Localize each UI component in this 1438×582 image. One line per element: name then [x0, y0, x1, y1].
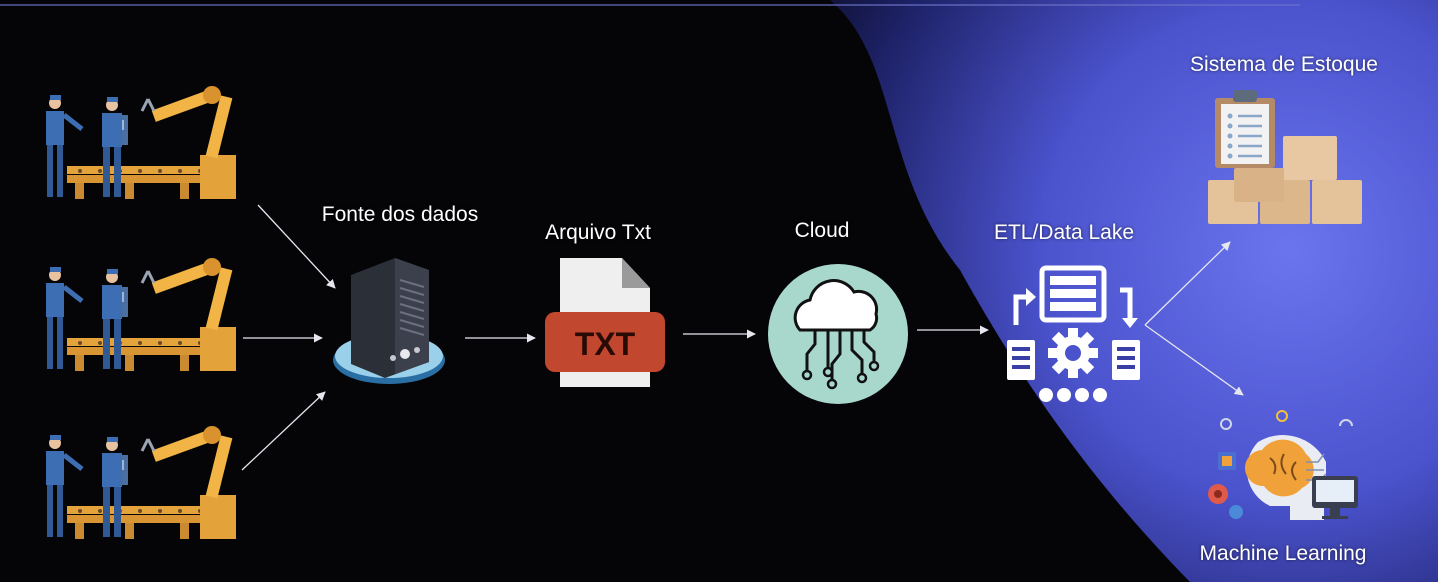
- arrow-factory3-to-fonte: [241, 391, 326, 471]
- label-sistema-de-estoque: Sistema de Estoque: [1190, 53, 1378, 76]
- connectors: [241, 204, 1244, 471]
- factory-icon: [46, 258, 236, 371]
- factory-icon: [46, 426, 236, 539]
- txt-file-icon: TXT: [545, 258, 665, 387]
- arrow-etl-to-ml: [1144, 324, 1244, 396]
- server-icon: [333, 258, 445, 384]
- txt-badge: TXT: [575, 326, 636, 362]
- machine-learning-head-icon: [1208, 410, 1358, 520]
- label-fonte-dos-dados: Fonte dos dados: [321, 203, 479, 226]
- arrow-factory1-to-fonte: [257, 204, 336, 289]
- etl-gear-database-icon: [1007, 265, 1140, 402]
- label-arquivo-txt: Arquivo Txt: [545, 221, 651, 244]
- label-cloud: Cloud: [794, 219, 850, 242]
- factory-icon: [46, 86, 236, 199]
- label-machine-learning: Machine Learning: [1199, 542, 1367, 565]
- arrow-etl-to-estoque: [1144, 241, 1231, 326]
- inventory-clipboard-boxes-icon: [1208, 90, 1362, 224]
- cloud-network-icon: [768, 264, 908, 404]
- label-etl-data-lake: ETL/Data Lake: [993, 221, 1135, 244]
